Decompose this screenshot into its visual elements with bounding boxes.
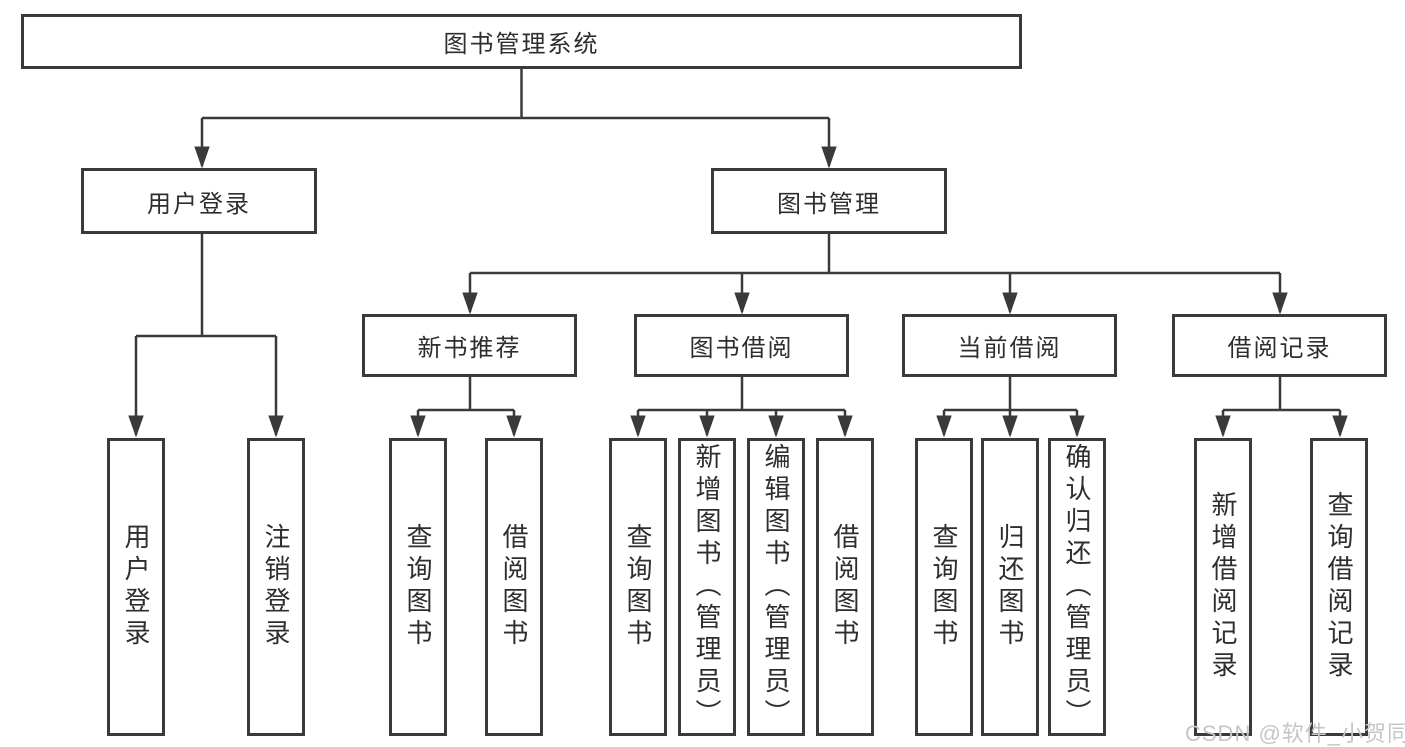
node-label: 查询图书 [623, 523, 653, 651]
node-borrow-books-leaf: 借阅图书 [816, 438, 874, 736]
node-label: 用户登录 [147, 190, 251, 218]
node-add-books-admin: 新增图书（管理员） [678, 438, 736, 736]
node-label: 编辑图书（管理员） [761, 443, 791, 731]
node-book-borrowing: 图书借阅 [634, 314, 849, 377]
node-current-borrowing: 当前借阅 [902, 314, 1117, 377]
node-label: 查询借阅记录 [1324, 491, 1354, 683]
node-new-book-recommend: 新书推荐 [362, 314, 577, 377]
node-label: 新增借阅记录 [1208, 491, 1238, 683]
node-query-books-recommend: 查询图书 [389, 438, 447, 736]
node-label: 借阅图书 [499, 523, 529, 651]
node-book-management: 图书管理 [711, 168, 947, 234]
node-user-login: 用户登录 [81, 168, 317, 234]
node-library-system: 图书管理系统 [21, 14, 1022, 69]
node-query-books-current: 查询图书 [915, 438, 973, 736]
node-logout-leaf: 注销登录 [247, 438, 305, 736]
node-label: 图书管理 [777, 190, 881, 218]
node-label: 当前借阅 [957, 335, 1062, 362]
node-label: 新增图书（管理员） [692, 443, 722, 731]
node-label: 借阅记录 [1227, 335, 1332, 362]
node-query-borrow-record: 查询借阅记录 [1310, 438, 1368, 736]
node-confirm-return-admin: 确认归还（管理员） [1048, 438, 1106, 736]
node-edit-books-admin: 编辑图书（管理员） [747, 438, 805, 736]
node-borrow-books-recommend: 借阅图书 [485, 438, 543, 736]
node-label: 注销登录 [261, 523, 291, 651]
node-label: 新书推荐 [417, 335, 522, 362]
node-label: 查询图书 [929, 523, 959, 651]
node-label: 借阅图书 [830, 523, 860, 651]
node-return-books: 归还图书 [981, 438, 1039, 736]
node-label: 用户登录 [121, 523, 151, 651]
node-label: 归还图书 [995, 523, 1025, 651]
node-query-books-borrow: 查询图书 [609, 438, 667, 736]
node-add-borrow-record: 新增借阅记录 [1194, 438, 1252, 736]
node-user-login-leaf: 用户登录 [107, 438, 165, 736]
node-label: 图书管理系统 [443, 31, 600, 58]
node-borrowing-records: 借阅记录 [1172, 314, 1387, 377]
node-label: 确认归还（管理员） [1062, 443, 1092, 731]
node-label: 查询图书 [403, 523, 433, 651]
csdn-watermark: CSDN @软件_小贺同学 [1185, 721, 1405, 746]
node-label: 图书借阅 [689, 335, 794, 362]
